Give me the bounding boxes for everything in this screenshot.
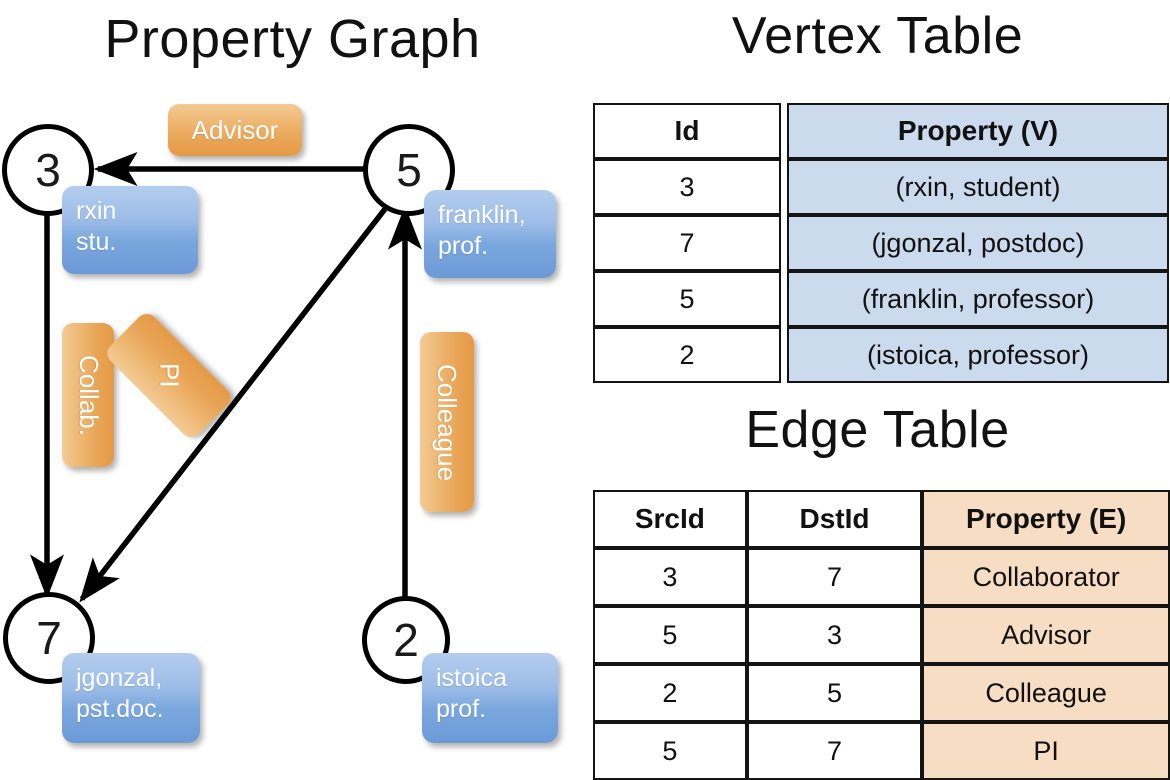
edge-cell-property: Collaborator (922, 548, 1170, 606)
edge-cell-srcid: 5 (593, 606, 747, 664)
edge-cell-property: PI (922, 722, 1170, 780)
edge-table: SrcId DstId Property (E) 3 7 Collaborato… (593, 490, 1170, 780)
edge-cell-srcid: 3 (593, 548, 747, 606)
vertex-property-jgonzal-line1: jgonzal, (76, 664, 163, 692)
table-row: 3 7 Collaborator (593, 548, 1170, 606)
vertex-header-id: Id (593, 103, 781, 159)
vertex-property-rxin-line2: stu. (76, 227, 117, 256)
edge-cell-property: Advisor (922, 606, 1170, 664)
slide-canvas: Property Graph Vertex Table Edge Table 3… (2, 7, 1170, 780)
vertex-property-franklin-line2: prof. (438, 231, 489, 260)
edge-header-property: Property (E) (922, 490, 1170, 548)
vertex-table: Id Property (V) 3 (rxin, student) 7 (jgo… (593, 103, 1169, 383)
vertex-property-box-istoica: istoica prof. (422, 653, 558, 743)
edge-label-colleague: Colleague (420, 332, 474, 512)
edge-cell-dstid: 3 (746, 606, 923, 664)
table-row: 7 (jgonzal, postdoc) (593, 215, 1169, 271)
table-header-row: SrcId DstId Property (E) (593, 490, 1170, 548)
edge-cell-dstid: 7 (746, 548, 923, 606)
page-title-vertex-table: Vertex Table (731, 7, 1024, 65)
vertex-property-rxin-line1: rxin (76, 197, 117, 225)
table-row: 2 5 Colleague (593, 664, 1170, 722)
vertex-property-jgonzal-line2: pst.doc. (76, 694, 164, 723)
edge-label-collaborator: Collab. (62, 323, 114, 467)
vertex-cell-id: 5 (593, 271, 781, 327)
edge-cell-dstid: 7 (746, 722, 923, 780)
graph-node-2-id: 2 (393, 614, 419, 666)
graph-node-5-id: 5 (396, 144, 422, 196)
table-row: 2 (istoica, professor) (593, 327, 1169, 383)
edge-label-collaborator-text: Collab. (73, 354, 104, 436)
edge-label-pi-text: PI (154, 363, 185, 388)
table-row: 5 (franklin, professor) (593, 271, 1169, 327)
edge-cell-srcid: 2 (593, 664, 747, 722)
vertex-property-box-franklin: franklin, prof. (424, 190, 556, 278)
vertex-cell-property: (rxin, student) (787, 159, 1169, 215)
edge-cell-dstid: 5 (746, 664, 923, 722)
table-row: 5 7 PI (593, 722, 1170, 780)
edge-5-to-7-pi (79, 198, 395, 603)
column-gap (781, 215, 787, 271)
vertex-property-box-rxin: rxin stu. (62, 186, 198, 274)
edge-header-dstid: DstId (746, 490, 923, 548)
graph-node-5[interactable]: 5 (363, 124, 455, 216)
vertex-property-istoica-line2: prof. (436, 694, 487, 723)
column-gap (781, 103, 787, 159)
table-header-row: Id Property (V) (593, 103, 1169, 159)
vertex-property-franklin-line1: franklin, (438, 201, 526, 229)
vertex-cell-id: 3 (593, 159, 781, 215)
edge-label-colleague-text: Colleague (432, 363, 463, 481)
table-row: 5 3 Advisor (593, 606, 1170, 664)
vertex-cell-property: (istoica, professor) (787, 327, 1169, 383)
vertex-header-property: Property (V) (787, 103, 1169, 159)
vertex-property-istoica-line1: istoica (436, 664, 507, 692)
column-gap (781, 271, 787, 327)
vertex-cell-property: (jgonzal, postdoc) (787, 215, 1169, 271)
vertex-property-box-jgonzal: jgonzal, pst.doc. (62, 653, 200, 743)
page-title-property-graph: Property Graph (104, 9, 481, 69)
edge-label-advisor: Advisor (168, 104, 302, 156)
edge-header-srcid: SrcId (593, 490, 747, 548)
graph-node-2[interactable]: 2 (362, 596, 450, 684)
edge-cell-property: Colleague (922, 664, 1170, 722)
vertex-cell-id: 7 (593, 215, 781, 271)
page-title-edge-table: Edge Table (745, 401, 1010, 459)
table-row: 3 (rxin, student) (593, 159, 1169, 215)
vertex-cell-property: (franklin, professor) (787, 271, 1169, 327)
column-gap (781, 159, 787, 215)
vertex-cell-id: 2 (593, 327, 781, 383)
graph-edges-canvas (29, 151, 423, 603)
edge-cell-srcid: 5 (593, 722, 747, 780)
edge-label-advisor-text: Advisor (191, 114, 279, 145)
graph-node-7-id: 7 (36, 612, 62, 664)
graph-node-3-id: 3 (35, 144, 61, 196)
column-gap (781, 327, 787, 383)
